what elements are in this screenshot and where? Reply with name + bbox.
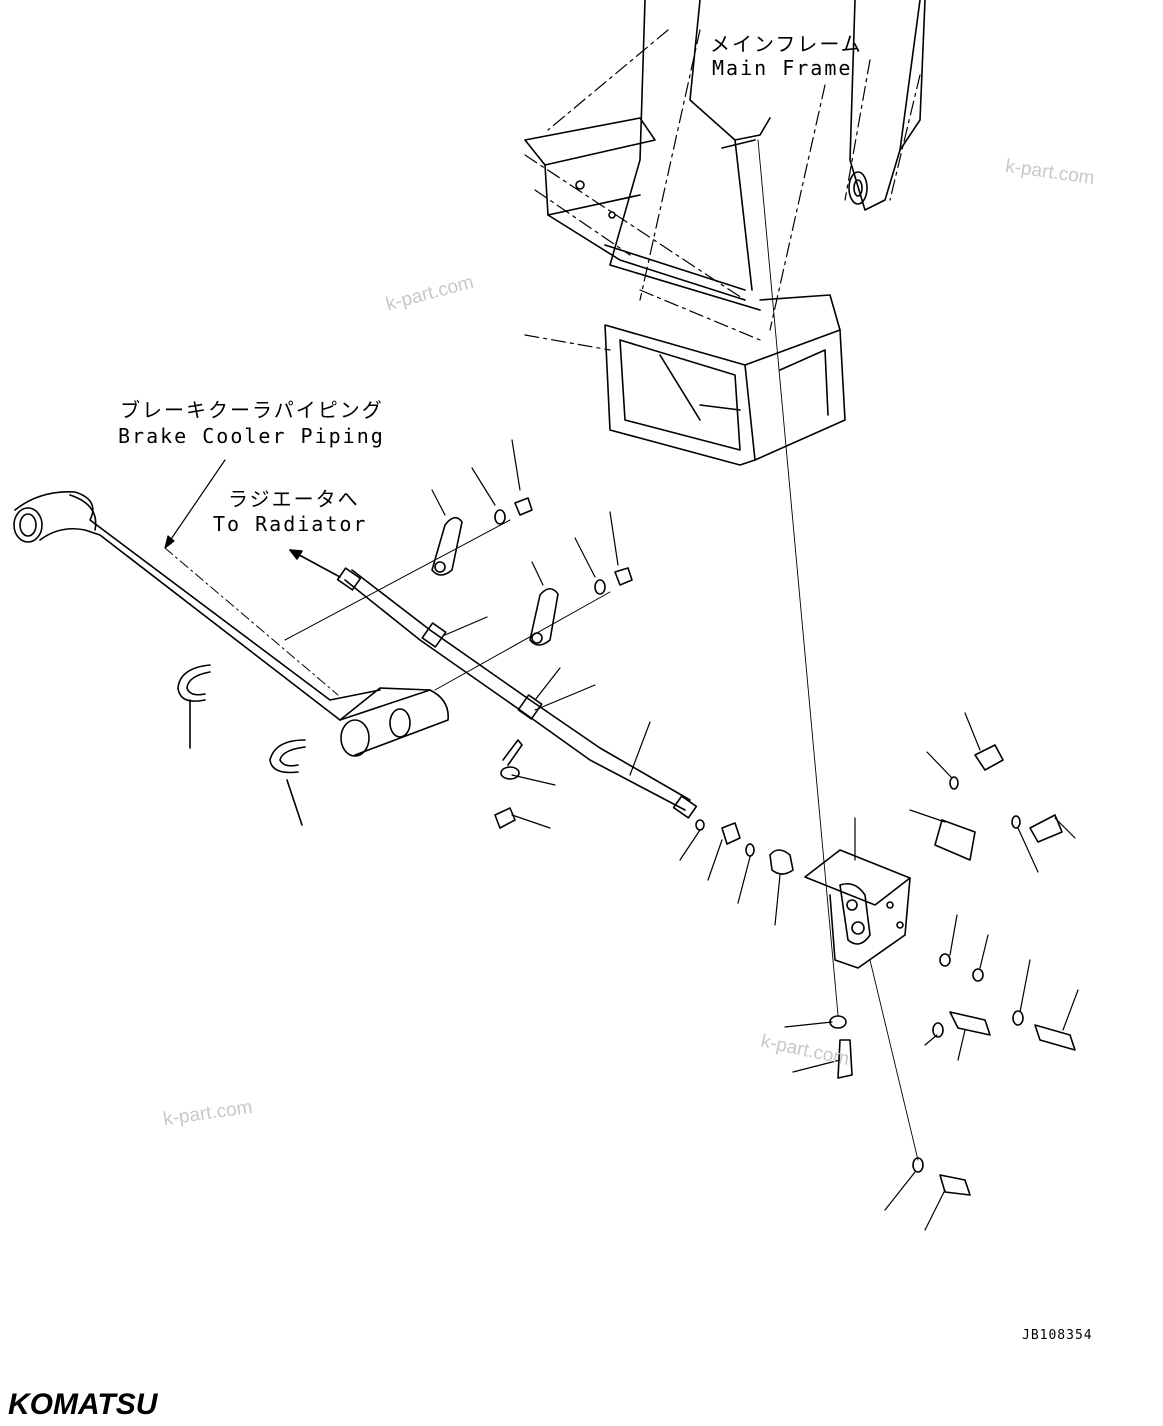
to-radiator-label-jp: ラジエータへ: [228, 487, 360, 511]
clips: [284, 497, 633, 829]
hose: [289, 549, 698, 819]
brake-piping-label-jp: ブレーキクーラパイピング: [120, 398, 384, 422]
komatsu-logo: KOMATSU: [8, 1388, 158, 1421]
bracket-assembly: [695, 139, 1076, 1196]
main-frame: [524, 0, 926, 466]
main-frame-label-en: Main Frame: [712, 56, 853, 80]
leader-lines: [164, 439, 1079, 1231]
brake-piping-label-en: Brake Cooler Piping: [118, 424, 385, 448]
u-bolts: [177, 664, 306, 826]
brake-cooler-pipe: [13, 491, 449, 757]
drawing-code: JB108354: [1022, 1328, 1093, 1343]
to-radiator-label-en: To Radiator: [213, 512, 368, 536]
main-frame-label-jp: メインフレーム: [710, 32, 863, 56]
